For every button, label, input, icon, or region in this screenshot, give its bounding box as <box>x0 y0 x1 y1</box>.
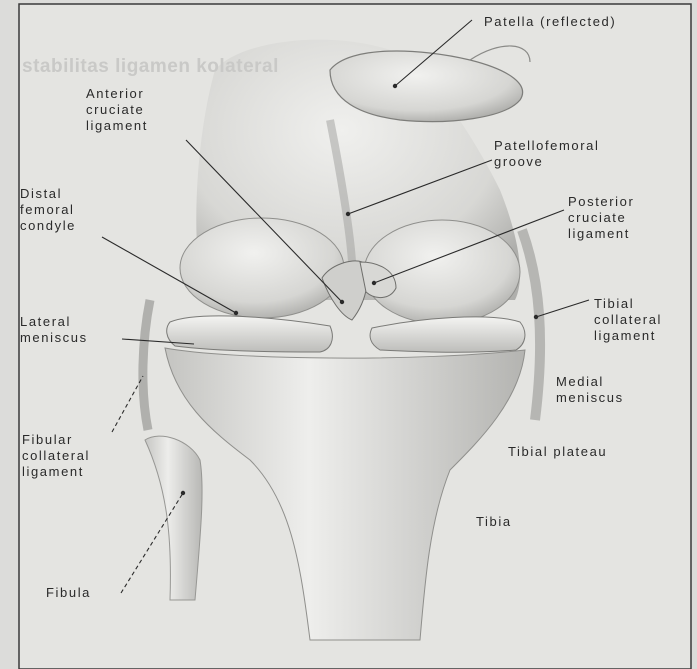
label-posterior-cruciate-ligament: Posterior cruciate ligament <box>568 194 634 242</box>
label-lateral-meniscus: Lateral meniscus <box>20 314 88 346</box>
label-fibula: Fibula <box>46 585 91 601</box>
label-medial-meniscus: Medial meniscus <box>556 374 624 406</box>
lateral-femoral-condyle <box>180 218 344 318</box>
label-patella: Patella (reflected) <box>484 14 616 30</box>
label-patellofemoral-groove: Patellofemoral groove <box>494 138 600 170</box>
label-distal-femoral-condyle: Distal femoral condyle <box>20 186 76 234</box>
label-tibial-plateau: Tibial plateau <box>508 444 607 460</box>
ghost-heading: stabilitas ligamen kolateral <box>22 56 279 78</box>
label-tibia: Tibia <box>476 514 512 530</box>
label-fibular-collateral-ligament: Fibular collateral ligament <box>22 432 90 480</box>
label-anterior-cruciate-ligament: Anterior cruciate ligament <box>86 86 148 134</box>
label-tibial-collateral-ligament: Tibial collateral ligament <box>594 296 662 344</box>
